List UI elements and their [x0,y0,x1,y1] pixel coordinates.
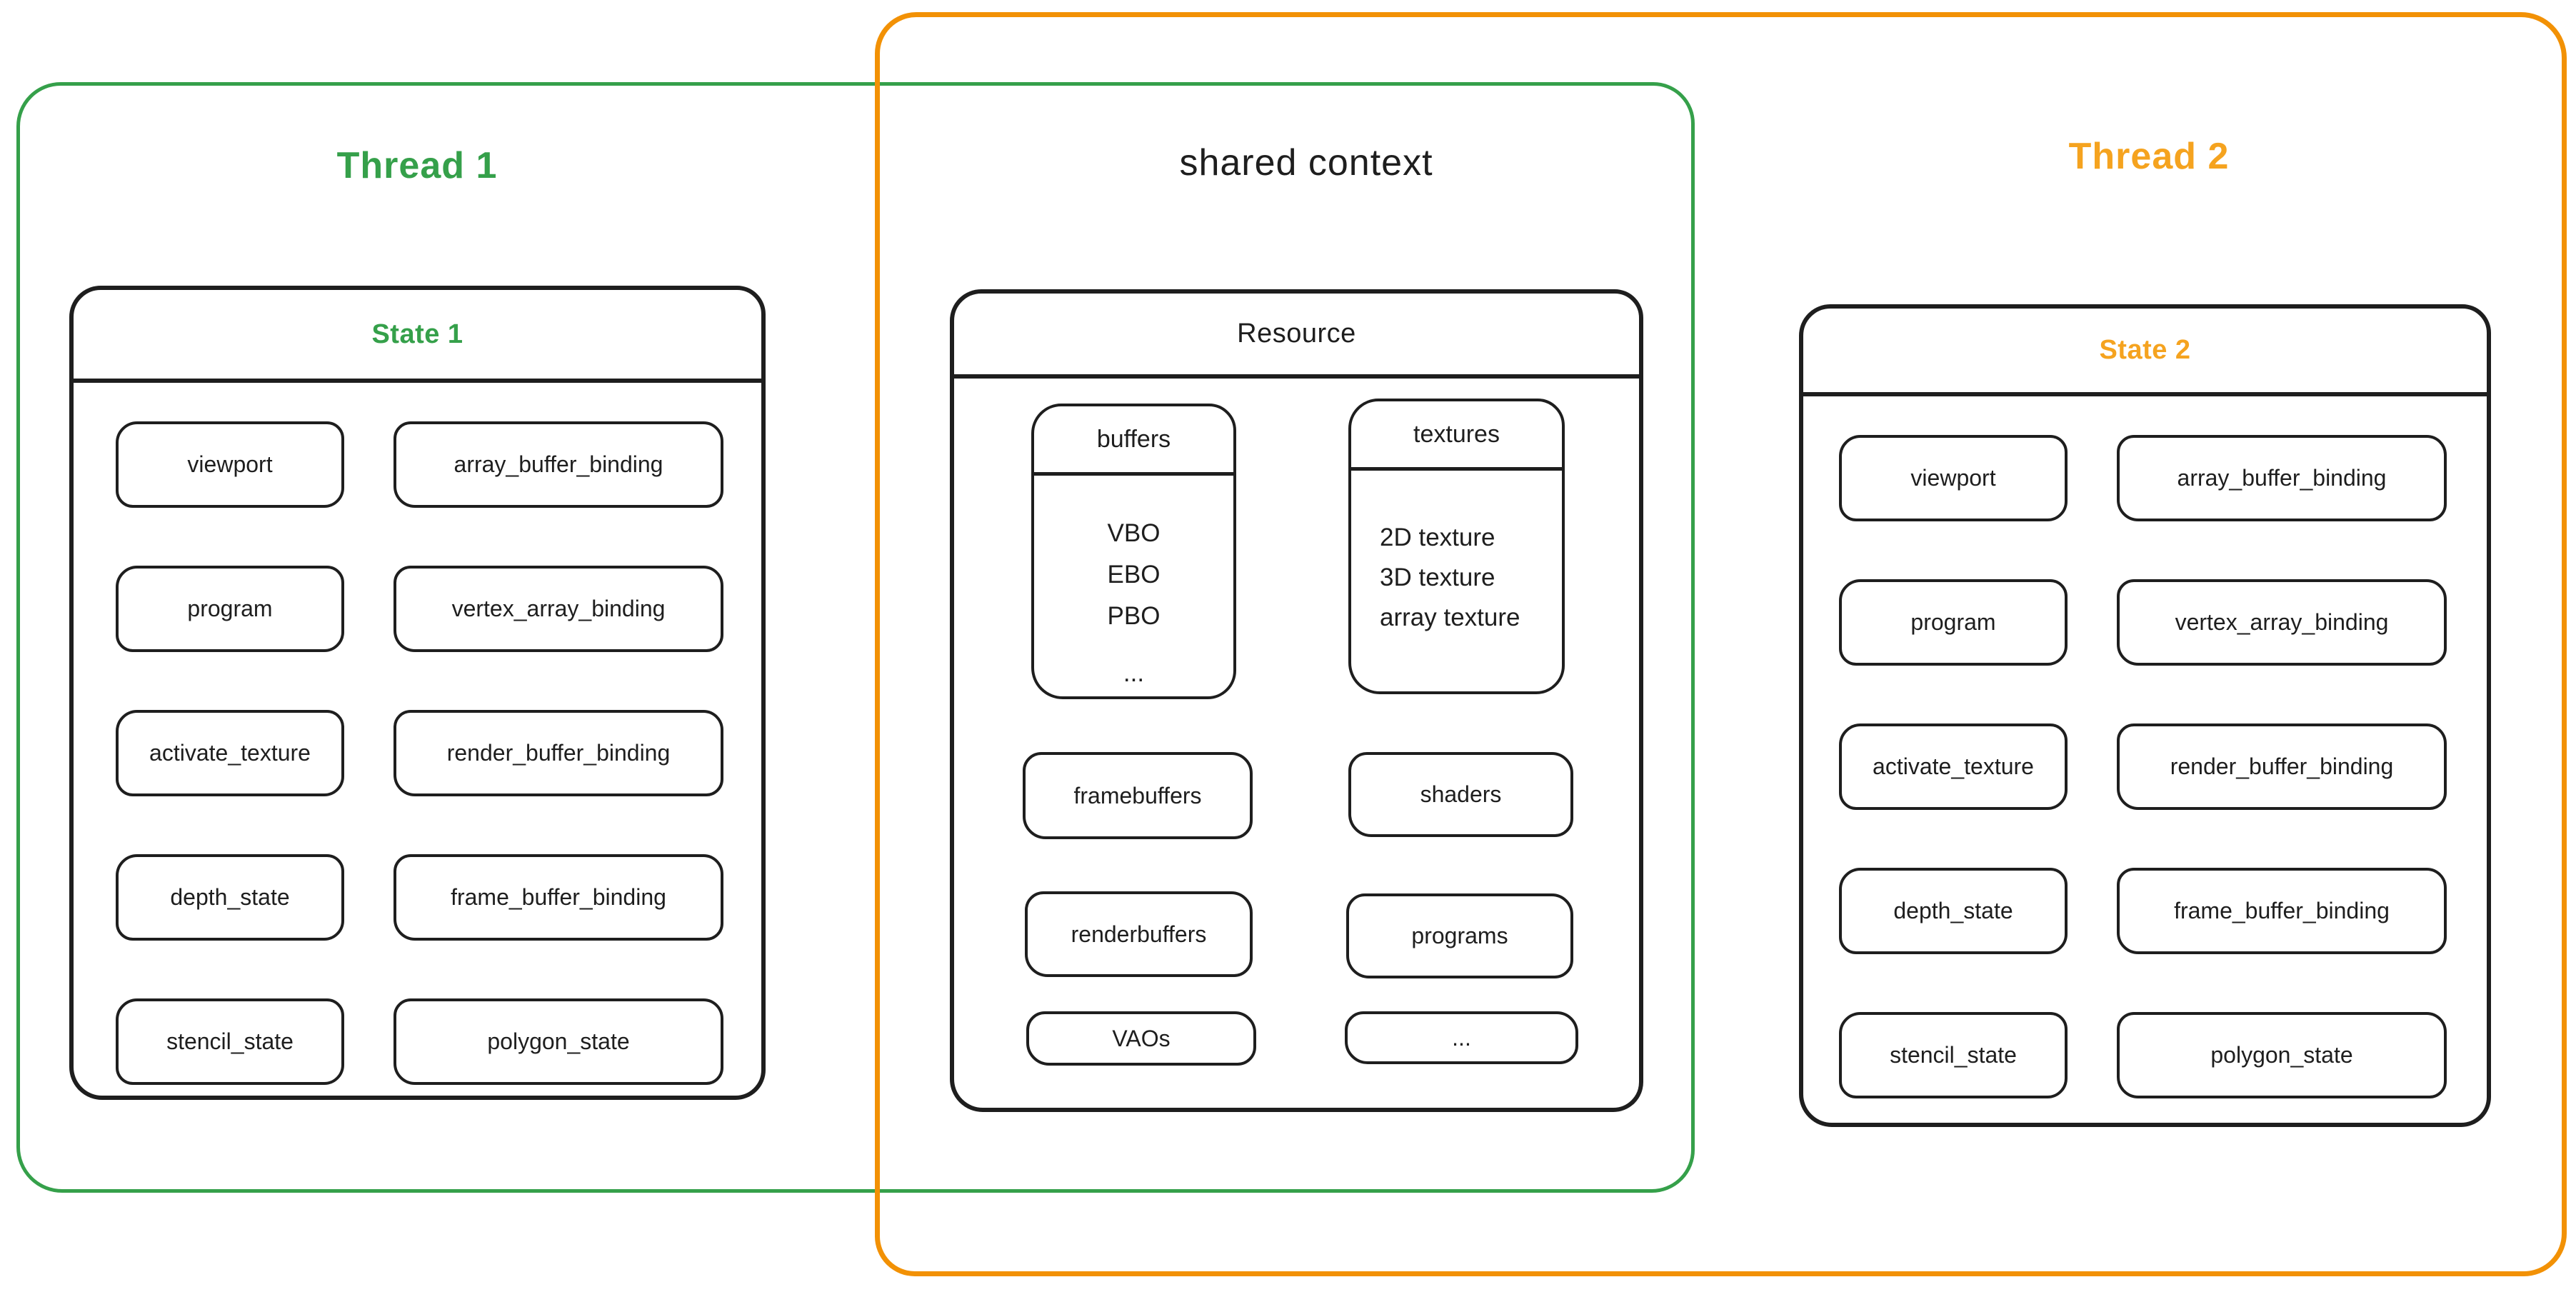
state-item-depth-state: depth_state [1839,868,2068,954]
state-item-vertex-array-binding: vertex_array_binding [2117,579,2447,666]
state2-title: State 2 [2099,335,2191,365]
textures-box: textures 2D texture 3D texture array tex… [1348,399,1565,694]
buffers-more: ... [1123,659,1145,687]
thread2-title: Thread 2 [2068,136,2230,177]
textures-header: textures [1351,401,1562,471]
state1-title: State 1 [371,319,463,349]
state1-panel: State 1 viewport array_buffer_binding pr… [69,286,766,1100]
resource-title: Resource [1237,319,1356,349]
ellipsis-box: ... [1345,1011,1578,1064]
state-item-depth-state: depth_state [116,854,344,941]
state-item-activate-texture: activate_texture [1839,723,2068,810]
buffers-item: PBO [1107,602,1161,630]
state2-panel: State 2 viewport array_buffer_binding pr… [1799,304,2491,1127]
buffers-item: VBO [1107,519,1161,547]
state-item-frame-buffer-binding: frame_buffer_binding [394,854,723,941]
textures-item: 2D texture [1380,524,1495,551]
buffers-box: buffers VBO EBO PBO ... [1031,404,1236,699]
state2-header: State 2 [1803,309,2487,396]
thread1-group-border [16,82,1695,1193]
textures-item: array texture [1380,604,1520,631]
buffers-header: buffers [1034,406,1233,476]
shared-context-title: shared context [1179,142,1433,184]
framebuffers-box: framebuffers [1023,752,1253,839]
buffers-list: VBO EBO PBO ... [1034,476,1233,694]
resource-header: Resource [954,294,1639,379]
state1-items: viewport array_buffer_binding program ve… [74,379,761,1096]
thread2-group-border [875,12,2567,1276]
state-item-frame-buffer-binding: frame_buffer_binding [2117,868,2447,954]
state-item-render-buffer-binding: render_buffer_binding [394,710,723,796]
vaos-box: VAOs [1026,1011,1256,1066]
textures-list: 2D texture 3D texture array texture [1351,471,1562,638]
state-item-viewport: viewport [1839,435,2068,521]
thread1-title: Thread 1 [336,145,498,186]
state-item-array-buffer-binding: array_buffer_binding [394,421,723,508]
state-item-viewport: viewport [116,421,344,508]
state-item-program: program [1839,579,2068,666]
state-item-stencil-state: stencil_state [1839,1012,2068,1098]
state-item-polygon-state: polygon_state [2117,1012,2447,1098]
resource-panel: Resource buffers VBO EBO PBO ... texture… [950,289,1643,1112]
state-item-stencil-state: stencil_state [116,998,344,1085]
state-item-program: program [116,566,344,652]
renderbuffers-box: renderbuffers [1025,891,1253,977]
state-item-activate-texture: activate_texture [116,710,344,796]
textures-item: 3D texture [1380,564,1495,591]
state-item-render-buffer-binding: render_buffer_binding [2117,723,2447,810]
state-item-array-buffer-binding: array_buffer_binding [2117,435,2447,521]
programs-box: programs [1346,893,1573,978]
state-item-polygon-state: polygon_state [394,998,723,1085]
buffers-item: EBO [1107,561,1161,589]
state2-items: viewport array_buffer_binding program ve… [1803,392,2487,1123]
shaders-box: shaders [1348,752,1573,837]
state-item-vertex-array-binding: vertex_array_binding [394,566,723,652]
state1-header: State 1 [74,290,761,383]
